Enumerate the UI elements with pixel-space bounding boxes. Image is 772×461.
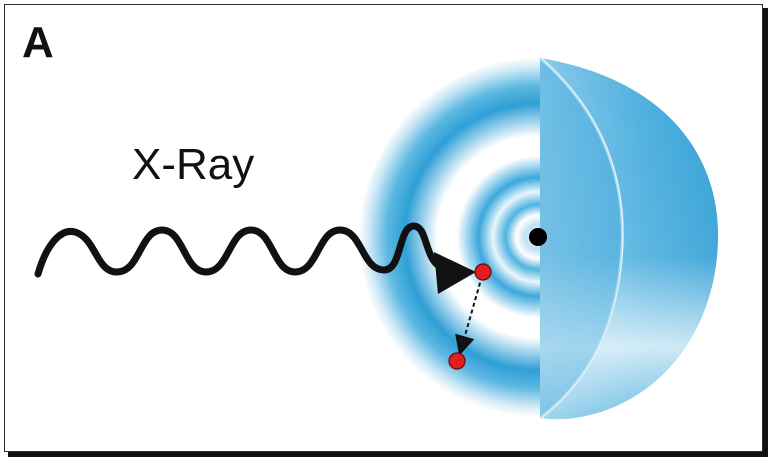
electron-upper bbox=[474, 263, 492, 281]
x-ray-wave bbox=[34, 222, 454, 278]
cut-face-edge bbox=[539, 56, 624, 420]
x-ray-arrowhead bbox=[434, 252, 476, 294]
cross-section-shells bbox=[360, 58, 540, 418]
x-ray-label: X-Ray bbox=[132, 140, 255, 189]
panel-shadow-bottom bbox=[8, 452, 768, 457]
electron-transition-arrow bbox=[455, 275, 483, 356]
nucleus bbox=[529, 228, 547, 246]
panel-shadow-right bbox=[763, 8, 768, 454]
panel-letter: A bbox=[22, 18, 54, 67]
electron-lower bbox=[448, 352, 466, 370]
